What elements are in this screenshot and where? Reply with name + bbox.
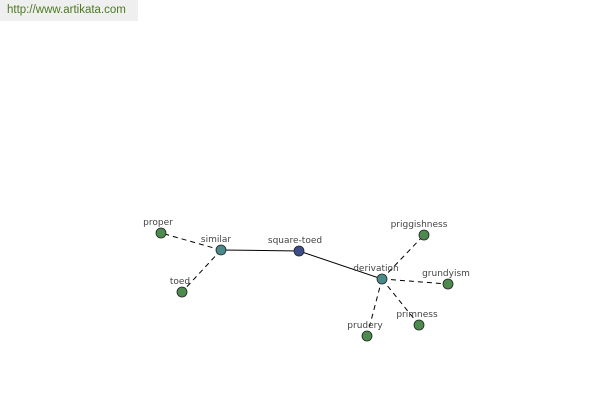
- node-similar-dot[interactable]: [215, 244, 227, 256]
- node-prudery-label[interactable]: prudery: [347, 321, 383, 331]
- node-primness-dot[interactable]: [413, 319, 425, 331]
- node-similar-label[interactable]: similar: [201, 235, 231, 245]
- node-square-toed-label[interactable]: square-toed: [268, 236, 322, 246]
- node-proper-dot[interactable]: [155, 227, 167, 239]
- node-priggishness[interactable]: priggishness: [391, 220, 448, 241]
- node-derivation-dot[interactable]: [376, 273, 388, 285]
- node-priggishness-label[interactable]: priggishness: [391, 220, 448, 230]
- edge-similar-toed: [181, 249, 222, 293]
- node-proper-label[interactable]: proper: [143, 218, 173, 228]
- edge-derivation-priggishness: [381, 234, 425, 280]
- edge-derivation-primness: [381, 278, 420, 326]
- edge-derivation-grundyism: [381, 278, 449, 285]
- node-proper[interactable]: proper: [143, 218, 173, 239]
- edge-similar-proper: [160, 232, 222, 251]
- node-prudery-dot[interactable]: [361, 330, 373, 342]
- site-url-link[interactable]: http://www.artikata.com: [7, 4, 126, 16]
- edge-center-derivation: [298, 250, 383, 280]
- node-grundyism-dot[interactable]: [442, 278, 454, 290]
- node-similar[interactable]: similar: [201, 235, 231, 256]
- edge-similar-center: [220, 249, 300, 252]
- node-derivation[interactable]: derivation: [353, 264, 399, 285]
- node-priggishness-dot[interactable]: [418, 229, 430, 241]
- node-primness[interactable]: primness: [396, 310, 438, 331]
- node-derivation-label[interactable]: derivation: [353, 264, 399, 274]
- node-toed-dot[interactable]: [176, 286, 188, 298]
- node-prudery[interactable]: prudery: [347, 321, 383, 342]
- url-bar: http://www.artikata.com: [0, 0, 138, 21]
- node-square-toed[interactable]: square-toed: [268, 236, 322, 257]
- node-grundyism-label[interactable]: grundyism: [422, 269, 470, 279]
- node-toed[interactable]: toed: [170, 277, 190, 298]
- node-square-toed-dot[interactable]: [293, 245, 305, 257]
- node-primness-label[interactable]: primness: [396, 310, 438, 320]
- edge-derivation-prudery: [366, 278, 383, 337]
- node-grundyism[interactable]: grundyism: [422, 269, 470, 290]
- node-toed-label[interactable]: toed: [170, 277, 190, 287]
